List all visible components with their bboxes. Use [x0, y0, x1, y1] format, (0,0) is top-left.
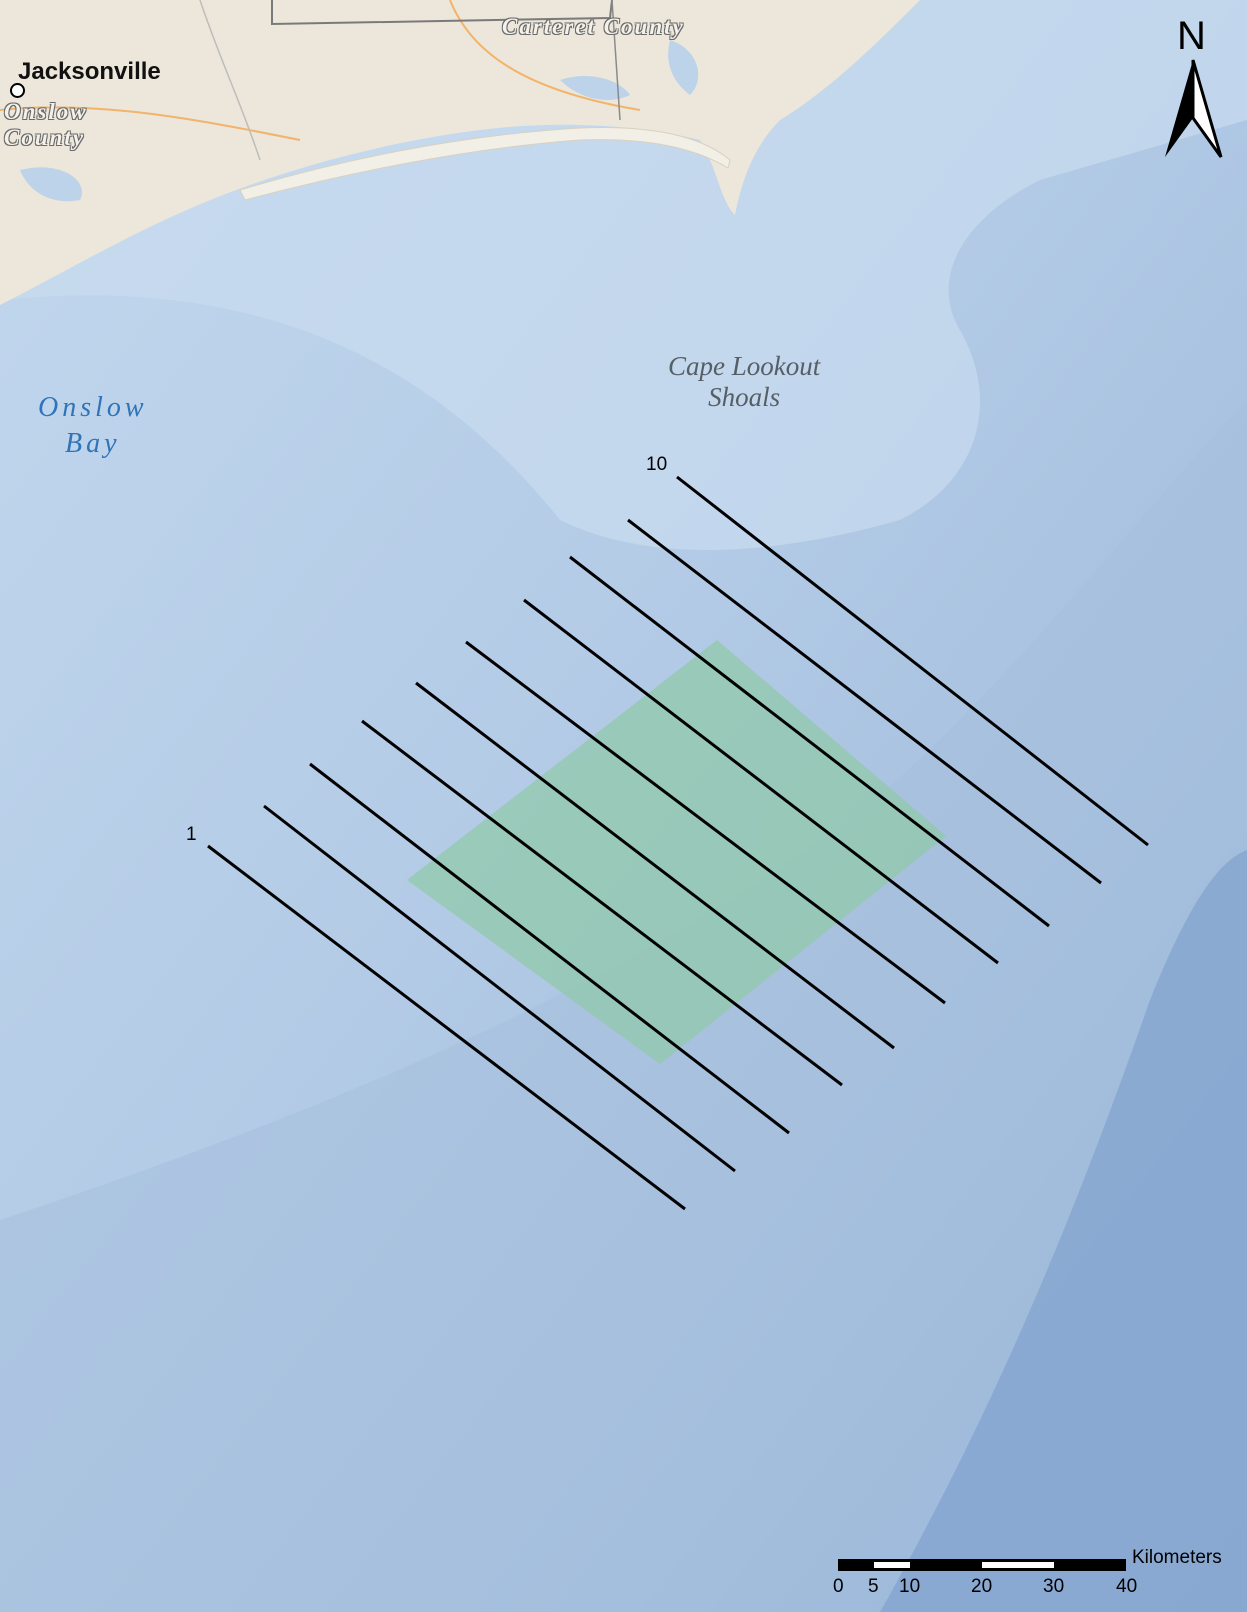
transect-line-3 — [309, 762, 790, 1135]
scale-tick-20: 20 — [971, 1576, 993, 1597]
transect-line-1 — [207, 844, 686, 1211]
road — [199, 0, 261, 161]
scale-bar-segment — [982, 1562, 1054, 1568]
deep-water — [880, 850, 1247, 1612]
carteret-county-label: Carteret County — [502, 14, 685, 39]
jacksonville-marker — [10, 83, 25, 98]
transect-line-7 — [523, 598, 999, 965]
transect-line-6 — [465, 640, 946, 1005]
study-area — [407, 640, 946, 1064]
scale-tick-30: 30 — [1043, 1576, 1065, 1597]
scale-unit-label: Kilometers — [1132, 1547, 1222, 1568]
road — [449, 0, 641, 111]
county-boundary — [271, 0, 613, 26]
transect-lines — [207, 475, 1149, 1211]
scale-tick-10: 10 — [899, 1576, 921, 1597]
scale-tick-5: 5 — [868, 1576, 879, 1597]
north-arrow-icon — [1165, 59, 1223, 158]
transect-label-first: 1 — [186, 824, 197, 845]
onslow-county-label: Onslow County — [4, 99, 88, 150]
scale-tick-40: 40 — [1116, 1576, 1138, 1597]
north-letter: N — [1177, 14, 1206, 58]
cape-lookout-shoals-label: Cape Lookout Shoals — [668, 351, 821, 412]
road — [0, 106, 301, 141]
barrier-island — [239, 127, 731, 201]
transect-line-2 — [263, 804, 736, 1173]
transect-label-last: 10 — [646, 454, 668, 475]
inlet — [668, 40, 699, 95]
jacksonville-label: Jacksonville — [18, 58, 161, 85]
scale-tick-0: 0 — [833, 1576, 844, 1597]
county-boundary — [611, 0, 621, 121]
inlet — [560, 75, 630, 100]
transect-line-8 — [569, 555, 1050, 928]
inlet — [20, 167, 82, 202]
transect-line-10 — [676, 475, 1149, 847]
onslow-bay-label: Onslow Bay — [38, 392, 148, 459]
transect-line-9 — [627, 518, 1102, 885]
transect-line-5 — [415, 681, 895, 1050]
transect-line-4 — [361, 719, 843, 1087]
scale-bar — [838, 1559, 1126, 1571]
scale-bar-segment — [874, 1562, 910, 1568]
